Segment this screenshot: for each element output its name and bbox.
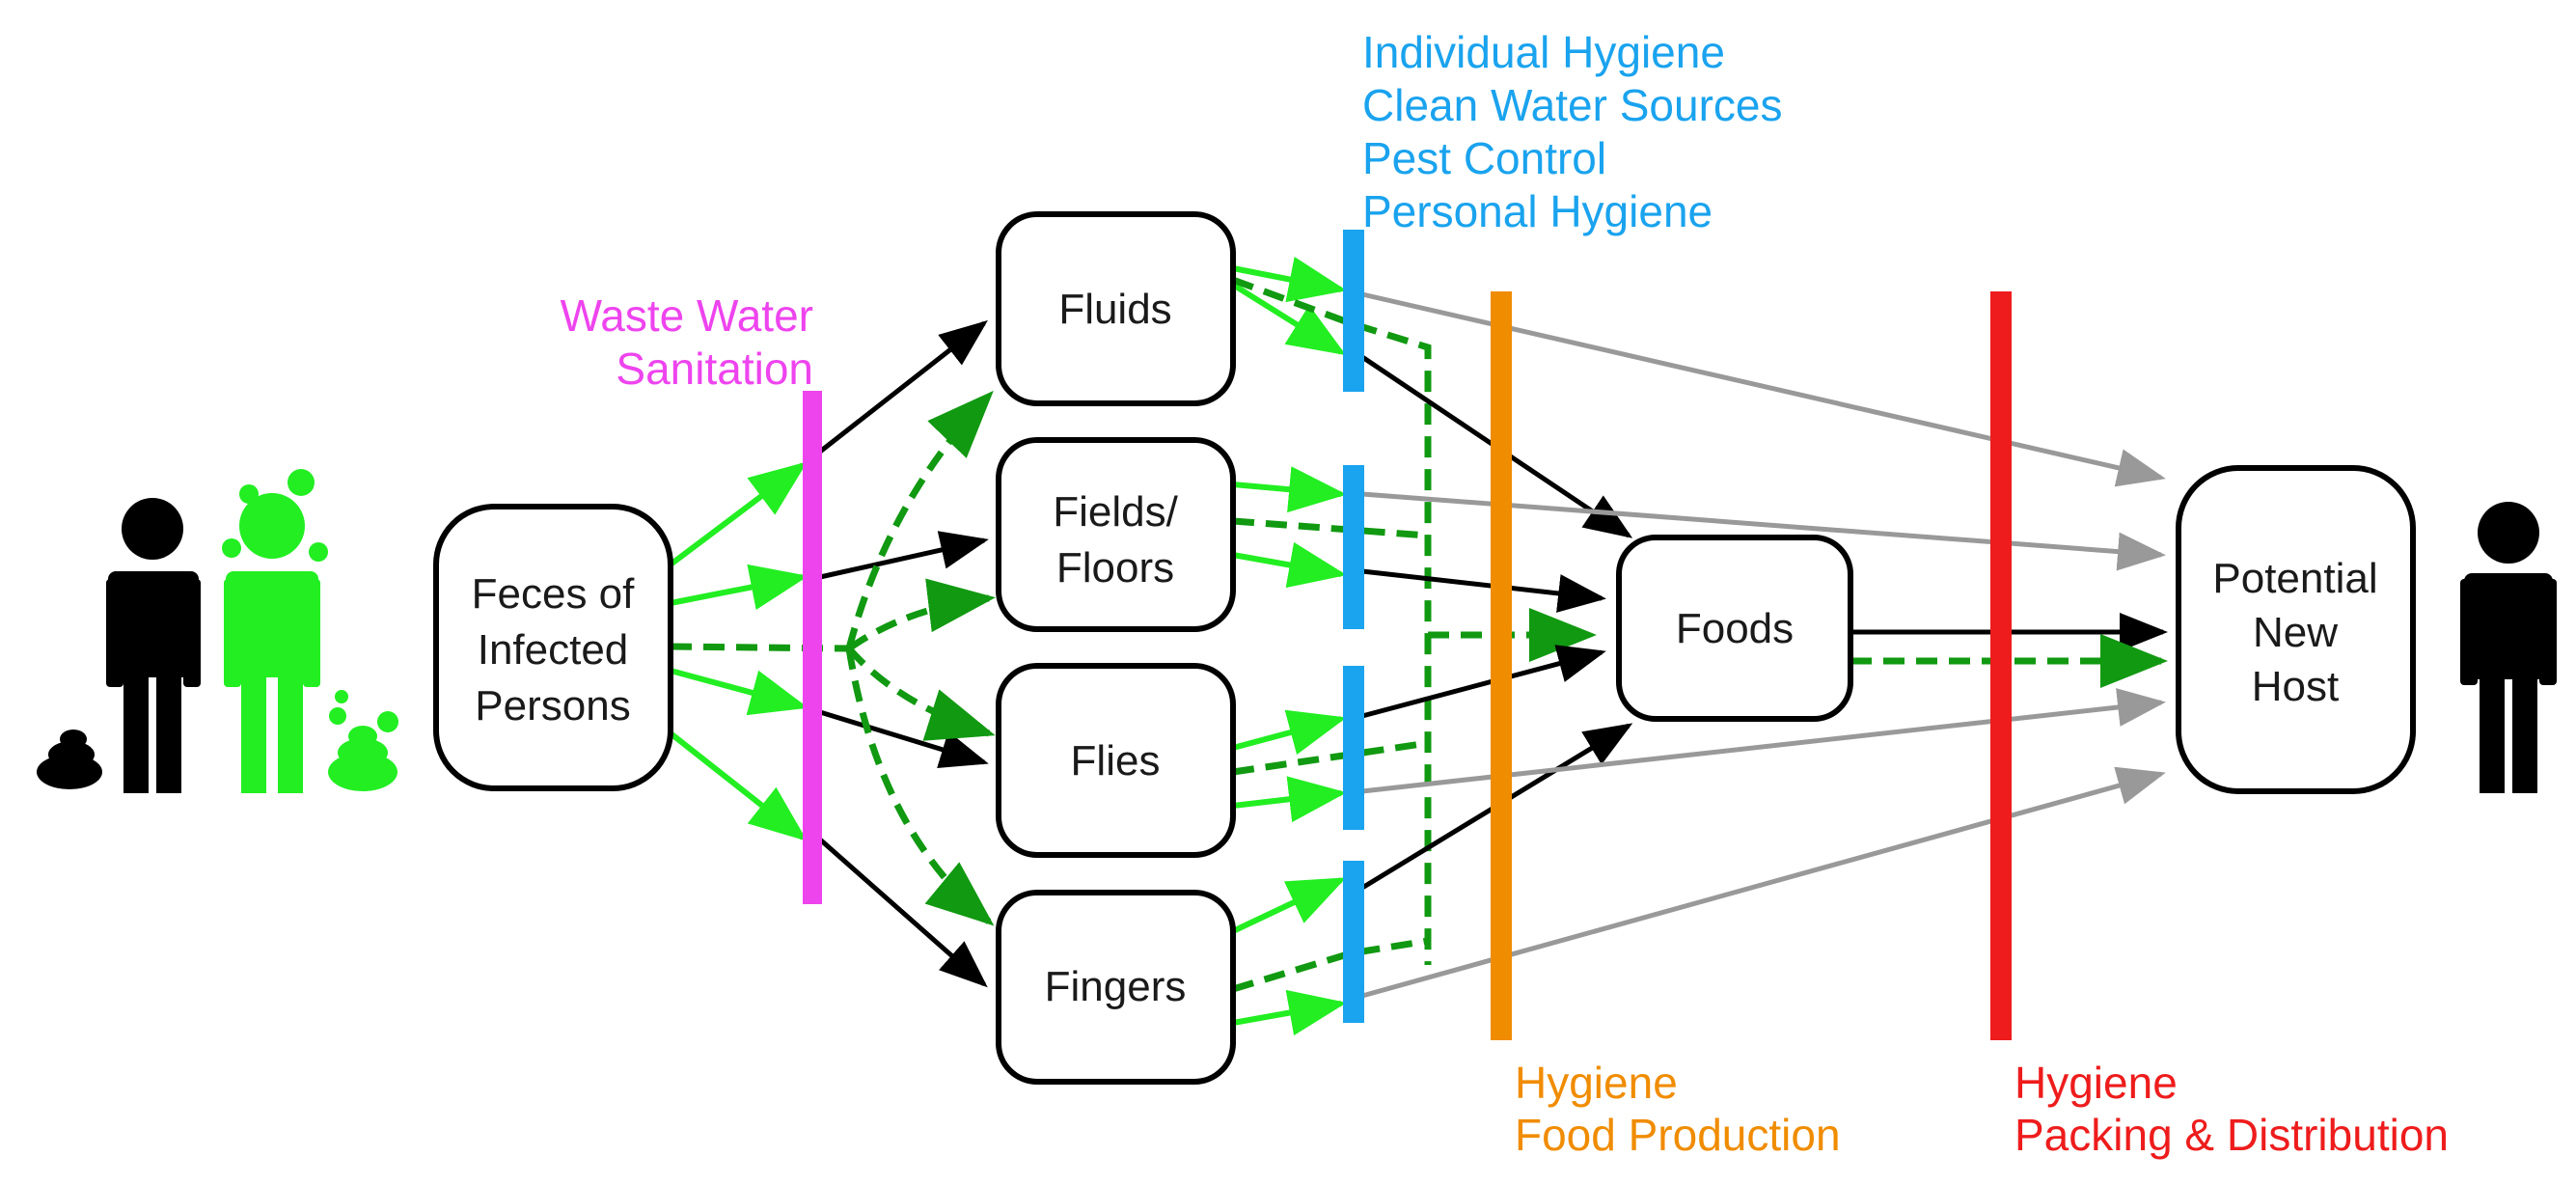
new-host-person-icon (2460, 502, 2557, 793)
node-feces: Feces of Infected Persons (433, 504, 673, 791)
node-host: Potential New Host (2176, 465, 2416, 794)
food-production-line-2: Food Production (1515, 1110, 1841, 1160)
feces-black-icon (37, 730, 102, 789)
arrow-fields-foods (1361, 568, 1606, 613)
dashed-fan-fluids (845, 390, 994, 649)
node-fields-floors: Fields/ Floors (996, 437, 1236, 632)
gray-fingers-host (1361, 766, 2166, 999)
feces-green-icon (328, 690, 398, 791)
packing-label: Hygiene Packing & Distribution (2014, 1058, 2449, 1160)
arrow-fingers-blue-2 (1232, 989, 1347, 1036)
waste-water-label: Waste Water Sanitation (561, 290, 813, 394)
node-fingers-label: Fingers (1045, 963, 1187, 1010)
arrow-fingers-blue-1 (1231, 877, 1347, 934)
dashed-flies-collector (1232, 739, 1429, 776)
arrow-flies-foods (1361, 645, 1606, 719)
dashed-fan-flies (846, 646, 996, 741)
dashed-fan-fingers (845, 647, 995, 926)
dashed-fan-fields (846, 578, 996, 651)
arrow-fluids-blue-2 (1231, 282, 1347, 356)
arrow-feces-ww-2 (670, 564, 808, 610)
packing-line-2: Packing & Distribution (2014, 1110, 2449, 1160)
node-host-line-3: Host (2252, 663, 2339, 710)
waste-water-barrier-bar (803, 391, 822, 904)
node-foods-label: Foods (1676, 605, 1794, 652)
arrows-layer (669, 257, 2168, 1036)
arrow-flies-blue-1 (1232, 709, 1347, 756)
arrow-ww-fluids (818, 319, 988, 454)
food-production-line-1: Hygiene (1515, 1058, 1678, 1108)
food-production-barrier-bar (1491, 291, 1512, 1040)
node-feces-line-2: Infected (478, 626, 629, 674)
infected-person-green-icon (222, 469, 328, 793)
node-fields-line-1: Fields/ (1053, 488, 1178, 536)
infected-person-black-icon (106, 498, 201, 793)
individual-hygiene-line-2: Clean Water Sources (1362, 80, 1782, 130)
arrow-fields-blue-1 (1232, 466, 1347, 513)
node-flies: Flies (996, 663, 1236, 858)
individual-hygiene-line-4: Personal Hygiene (1362, 186, 1713, 236)
blue-barrier-bar-flies (1343, 666, 1364, 830)
arrow-ww-fingers (818, 838, 988, 988)
node-flies-label: Flies (1071, 737, 1161, 785)
node-foods: Foods (1616, 535, 1853, 722)
blue-barrier-bar-fields (1343, 465, 1364, 629)
blue-barrier-bar-fingers (1343, 861, 1364, 1023)
packing-line-1: Hygiene (2014, 1058, 2178, 1108)
waste-water-label-line-2: Sanitation (616, 344, 813, 394)
individual-hygiene-line-3: Pest Control (1362, 133, 1606, 183)
arrow-feces-ww-1 (669, 461, 808, 567)
arrow-ww-fields (819, 531, 989, 580)
dashed-fields-collector (1232, 517, 1429, 539)
arrow-flies-blue-2 (1232, 776, 1347, 823)
food-production-label: Hygiene Food Production (1515, 1058, 1841, 1160)
arrow-feces-ww-3 (670, 668, 808, 716)
node-fields-line-2: Floors (1056, 544, 1174, 592)
node-fluids: Fluids (996, 211, 1236, 406)
packing-barrier-bar (1990, 291, 2012, 1040)
node-fluids-label: Fluids (1058, 286, 1171, 333)
dashed-fingers-collector (1231, 937, 1429, 993)
dashed-fluids-collector (1231, 276, 1432, 965)
node-fingers: Fingers (996, 890, 1236, 1085)
node-host-line-2: New (2253, 609, 2338, 656)
waste-water-label-line-1: Waste Water (561, 290, 813, 341)
gray-fluids-host (1361, 291, 2166, 487)
individual-hygiene-label: Individual Hygiene Clean Water Sources P… (1362, 27, 1782, 236)
arrow-feces-ww-4 (669, 730, 808, 841)
node-feces-line-3: Persons (475, 682, 630, 730)
arrow-fluids-blue-1 (1232, 257, 1347, 303)
arrow-fields-blue-2 (1232, 541, 1347, 589)
node-feces-line-1: Feces of (472, 570, 636, 618)
arrow-feces-ww-dashed (670, 643, 850, 652)
individual-hygiene-line-1: Individual Hygiene (1362, 27, 1725, 77)
arrow-ww-flies (819, 709, 989, 768)
blue-barrier-bar-fluids (1343, 230, 1364, 392)
node-host-line-1: Potential (2212, 555, 2377, 602)
